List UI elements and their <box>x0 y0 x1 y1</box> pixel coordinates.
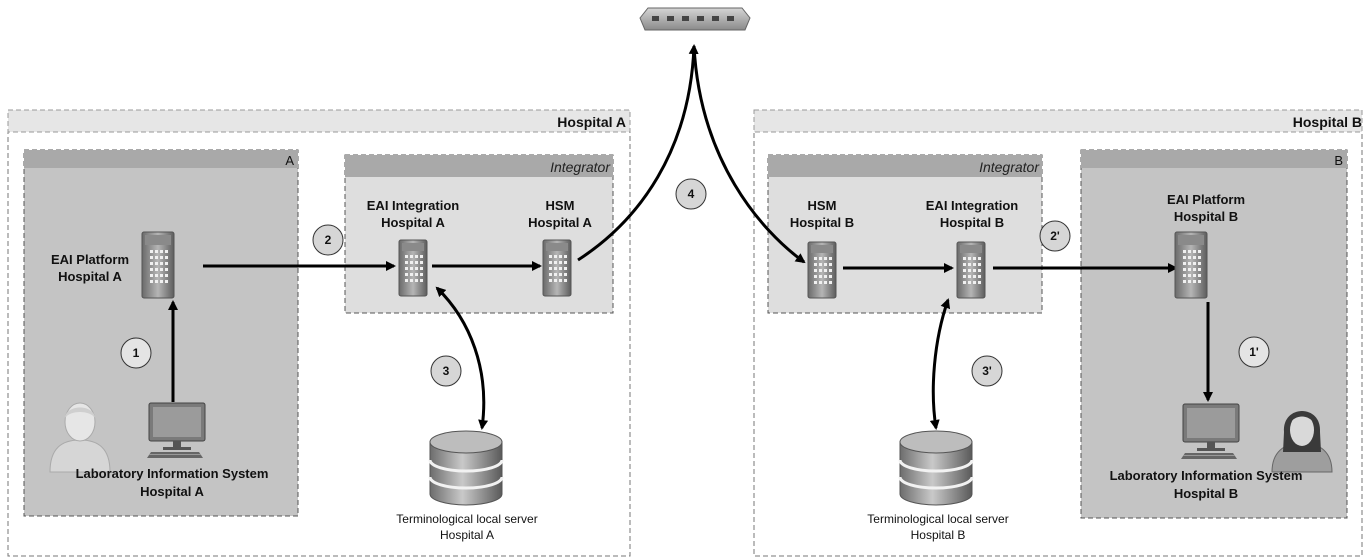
step-1prime-label: 1' <box>1249 345 1259 359</box>
female-user-icon <box>1271 411 1333 473</box>
hospital-b-header-bar <box>753 109 1363 133</box>
step-4-badge: 4 <box>675 178 707 210</box>
hospital-a-header-bar <box>7 109 631 133</box>
step-2prime-label: 2' <box>1050 229 1060 243</box>
hospital-b-title: Hospital B <box>1293 114 1362 130</box>
eai-platform-a-label-2: Hospital A <box>58 269 122 284</box>
box-b-label: B <box>1334 153 1343 168</box>
terminological-server-a-database-icon <box>428 429 504 507</box>
terminological-server-b-database-icon <box>898 429 974 507</box>
eai-integration-b-label-2: Hospital B <box>940 215 1004 230</box>
arrow-hsm-a-to-network <box>577 44 699 262</box>
hsm-b-label-2: Hospital B <box>790 215 854 230</box>
lis-b-label-2: Hospital B <box>1174 486 1238 501</box>
term-server-b-label-2: Hospital B <box>911 528 966 542</box>
step-1prime-badge: 1' <box>1238 336 1270 368</box>
arrow-integration-b-database-b <box>929 298 951 430</box>
box-a-header <box>24 150 298 168</box>
step-2-badge: 2 <box>312 224 344 256</box>
integrator-a-box <box>344 154 614 314</box>
step-2-label: 2 <box>325 233 332 247</box>
lis-a-label-2: Hospital A <box>140 484 204 499</box>
step-3prime-label: 3' <box>982 364 992 378</box>
term-server-a-label-1: Terminological local server <box>396 512 537 526</box>
hsm-a-label-1: HSM <box>546 198 575 213</box>
hsm-a-label-2: Hospital A <box>528 215 592 230</box>
hsm-b-label-1: HSM <box>808 198 837 213</box>
integrator-b-label: Integrator <box>979 159 1040 175</box>
step-1-badge: 1 <box>120 337 152 369</box>
step-4-label: 4 <box>688 187 695 201</box>
hsm-a-server-icon <box>542 239 572 297</box>
male-user-icon <box>49 402 111 473</box>
hsm-b-server-icon <box>807 241 837 299</box>
eai-platform-b-server-icon <box>1174 231 1208 299</box>
eai-integration-b-label-1: EAI Integration <box>926 198 1019 213</box>
step-3-label: 3 <box>443 364 450 378</box>
term-server-a-label-2: Hospital A <box>440 528 494 542</box>
step-1-label: 1 <box>133 346 140 360</box>
box-a-label: A <box>285 153 294 168</box>
eai-platform-a-server-icon <box>141 231 175 299</box>
arrow-network-to-hsm-b <box>692 45 806 264</box>
step-2prime-badge: 2' <box>1039 220 1071 252</box>
lis-a-label-1: Laboratory Information System <box>76 466 269 481</box>
step-3prime-badge: 3' <box>971 355 1003 387</box>
eai-platform-b-label-1: EAI Platform <box>1167 192 1245 207</box>
eai-integration-a-label-2: Hospital A <box>381 215 445 230</box>
eai-integration-a-server-icon <box>398 239 428 297</box>
lis-b-label-1: Laboratory Information System <box>1110 468 1303 483</box>
eai-integration-a-label-1: EAI Integration <box>367 198 460 213</box>
hospital-a-title: Hospital A <box>557 114 626 130</box>
network-switch-icon <box>639 7 751 31</box>
eai-integration-b-server-icon <box>956 241 986 299</box>
integrator-a-header <box>345 155 613 177</box>
eai-platform-b-label-2: Hospital B <box>1174 209 1238 224</box>
step-3-badge: 3 <box>430 355 462 387</box>
arrow-integration-a-database-a <box>435 286 489 430</box>
box-b-header <box>1081 150 1347 168</box>
integrator-b-header <box>768 155 1042 177</box>
eai-platform-a-label-1: EAI Platform <box>51 252 129 267</box>
integrator-a-label: Integrator <box>550 159 611 175</box>
term-server-b-label-1: Terminological local server <box>867 512 1008 526</box>
